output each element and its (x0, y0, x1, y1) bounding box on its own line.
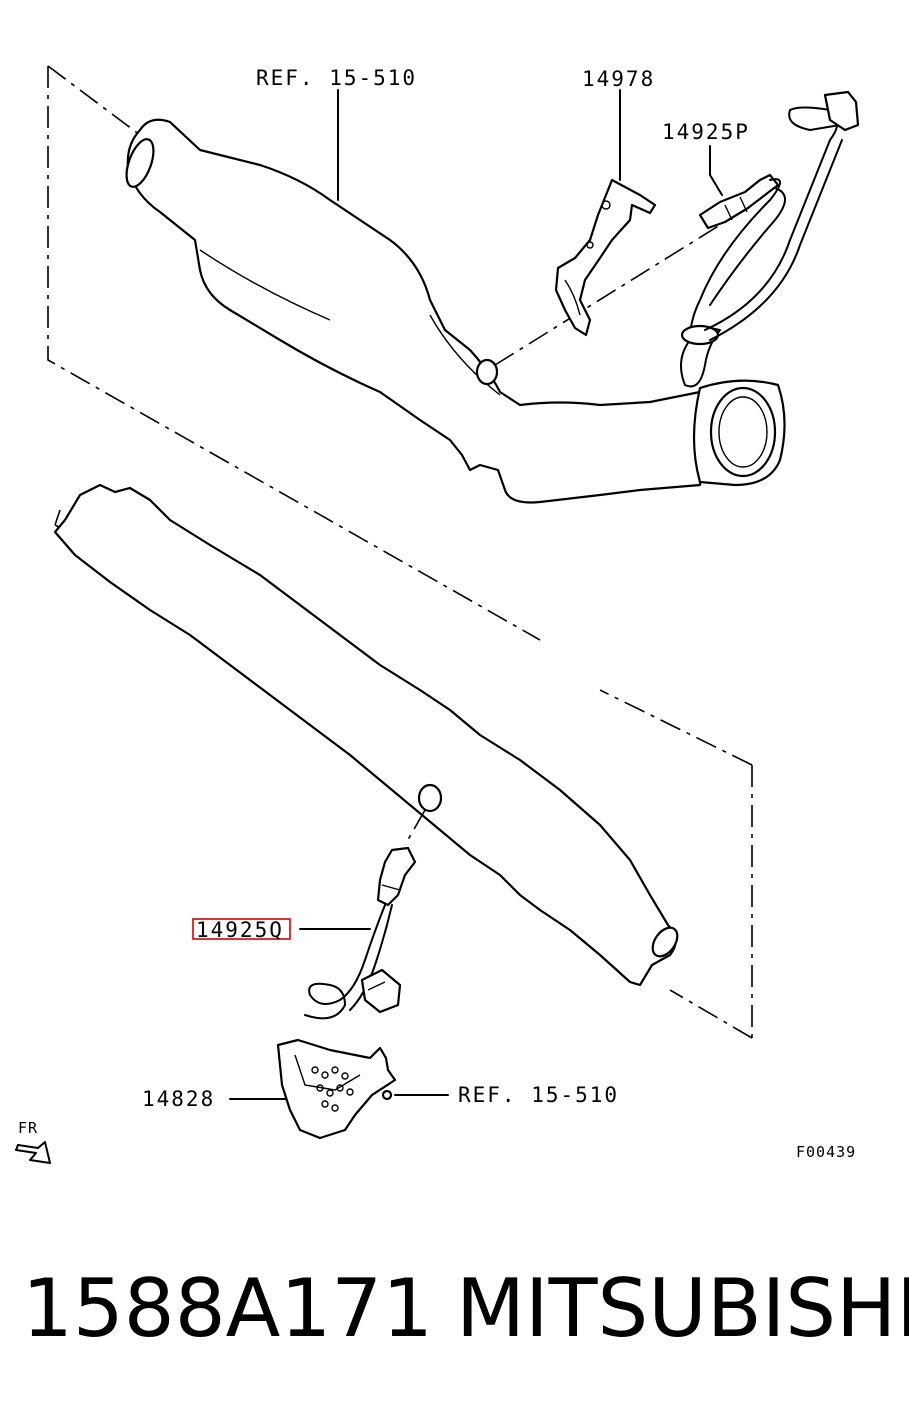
heat-shield (276, 1038, 397, 1140)
caption: 1588A171 MITSUBISHI (0, 1262, 909, 1372)
exploded-view-svg: REF. 15-510 14978 14925P 14925Q 14828 RE… (15, 65, 860, 1164)
leader-lines (229, 89, 723, 1100)
exhaust-flange (692, 379, 786, 487)
sensor-bracket (554, 178, 657, 337)
lower-oxygen-sensor (304, 846, 417, 1020)
upper-oxygen-sensor (680, 90, 860, 388)
part-number: 1588A171 (22, 1262, 434, 1355)
rear-exhaust-pipe (53, 483, 679, 987)
heat-shield-part-label: 14828 (142, 1087, 215, 1111)
heat-shield-vents (311, 1066, 354, 1112)
bracket-part-label: 14978 (582, 67, 655, 91)
upper-sensor-part-label: 14925P (662, 120, 750, 144)
front-exhaust-pipe (125, 118, 702, 504)
front-direction-arrow (15, 1141, 51, 1164)
ref-bottom-label: REF. 15-510 (458, 1083, 619, 1107)
figure-code-label: F00439 (796, 1143, 856, 1161)
ref-top-label: REF. 15-510 (256, 66, 417, 90)
highlight-box (192, 918, 291, 940)
lower-sensor-part-label: 14925Q (196, 918, 284, 942)
lower-sensor-boss (404, 783, 443, 846)
brand-name: MITSUBISHI (456, 1262, 909, 1355)
upper-sensor-boss (475, 224, 721, 386)
front-marker-label: FR (18, 1119, 38, 1137)
